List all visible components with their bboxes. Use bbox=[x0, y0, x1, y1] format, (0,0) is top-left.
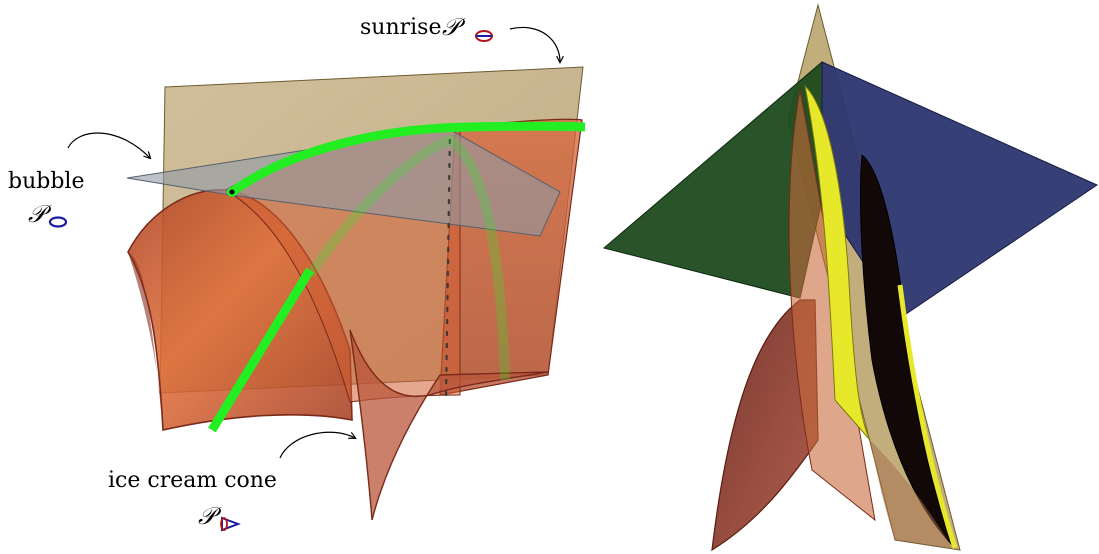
yellow-sheet bbox=[804, 84, 871, 441]
front-sheet bbox=[870, 440, 952, 548]
label-ice-cream-cone: ice cream cone bbox=[108, 468, 277, 493]
label-bubble: bubble bbox=[8, 169, 84, 194]
bubble-glyph-icon bbox=[48, 216, 68, 228]
ice-cream-cone-glyph-icon bbox=[220, 516, 241, 532]
dark-red-surface bbox=[711, 299, 819, 552]
label-sunrise-symbol: 𝒫 bbox=[442, 13, 466, 41]
right-figure bbox=[602, 3, 1099, 552]
dotted-axis bbox=[444, 126, 452, 402]
label-sunrise: sunrise bbox=[360, 15, 442, 40]
arrow-bubble bbox=[67, 132, 150, 158]
left-figure: sunrise 𝒫 bubble 𝒫 ice cream cone 𝒫 bbox=[8, 13, 586, 532]
sunrise-glyph-icon bbox=[475, 30, 493, 42]
arrow-ice-cream-cone bbox=[279, 431, 355, 459]
label-bubble-symbol: 𝒫 bbox=[28, 200, 52, 228]
yellow-rim bbox=[897, 284, 958, 549]
green-curve bbox=[208, 121, 586, 433]
label-ice-cream-cone-symbol: 𝒫 bbox=[198, 502, 222, 530]
green-curve-faint bbox=[305, 134, 510, 381]
arrow-sunrise bbox=[509, 26, 560, 62]
cusp-point bbox=[229, 189, 235, 195]
ice-cream-cone-surface bbox=[349, 329, 549, 521]
